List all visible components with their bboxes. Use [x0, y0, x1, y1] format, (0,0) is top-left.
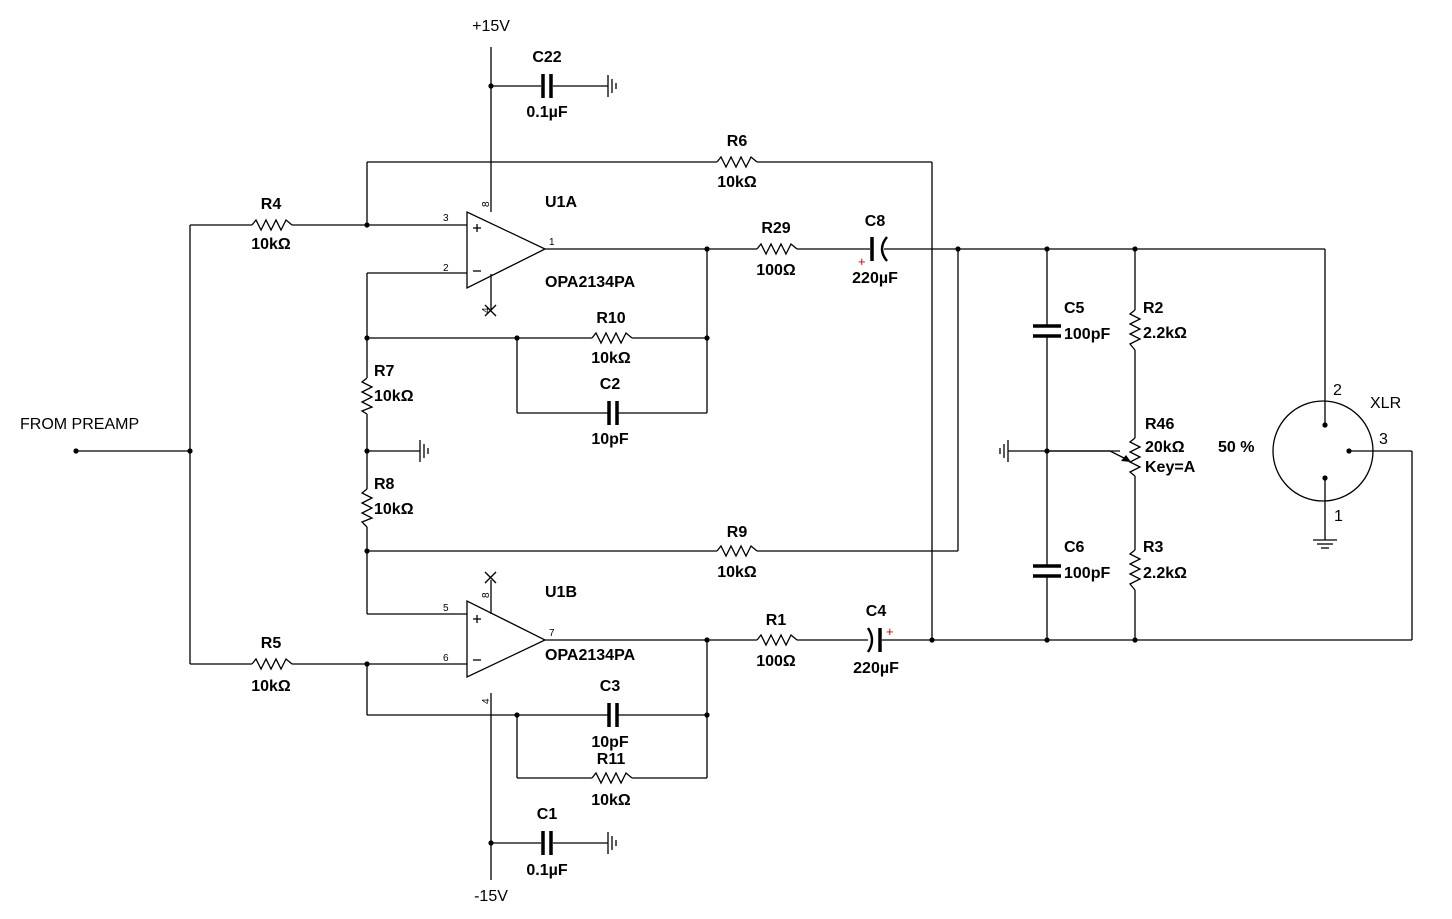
- r1-ref-label: R1: [766, 612, 787, 629]
- r9-ref-label: R9: [727, 524, 748, 541]
- r6-value-label: 10kΩ: [717, 174, 757, 191]
- u1b-pin-vpos: 8: [481, 592, 492, 598]
- capacitor-c2: C2 10pF: [591, 376, 629, 448]
- u1a-pin-vpos: 8: [481, 201, 492, 207]
- xlr-pin-3: 3: [1379, 431, 1388, 448]
- c4-ref-label: C4: [866, 603, 887, 620]
- u1b-pin-noninv: 5: [443, 603, 449, 614]
- r6-ref-label: R6: [727, 133, 748, 150]
- c8-ref-label: C8: [865, 213, 886, 230]
- resistor-r10: R10 10kΩ: [591, 310, 633, 367]
- r1-value-label: 100Ω: [756, 653, 796, 670]
- u1b-pin-out: 7: [549, 628, 555, 639]
- c3-ref-label: C3: [600, 678, 621, 695]
- resistor-r4: R4 10kΩ: [251, 196, 293, 253]
- r10-value-label: 10kΩ: [591, 350, 631, 367]
- r5-ref-label: R5: [261, 635, 282, 652]
- xlr-label: XLR: [1370, 395, 1401, 412]
- r29-ref-label: R29: [761, 220, 790, 237]
- c6-value-label: 100pF: [1064, 565, 1110, 582]
- positive-rail-label: +15V: [472, 18, 510, 35]
- c4-polarity-mark: +: [886, 624, 894, 639]
- resistor-r8: R8 10kΩ: [360, 476, 414, 528]
- c5-value-label: 100pF: [1064, 326, 1110, 343]
- r8-ref-label: R8: [374, 476, 395, 493]
- capacitor-c8: + C8 220µF: [852, 213, 898, 287]
- u1a-ref: U1A: [545, 194, 577, 211]
- key-label: Key=A: [1145, 459, 1196, 476]
- c4-value-label: 220µF: [853, 660, 899, 677]
- wires: [76, 47, 1413, 880]
- r7-value-label: 10kΩ: [374, 388, 414, 405]
- c5-ref-label: C5: [1064, 300, 1085, 317]
- ground-icon: [607, 75, 617, 97]
- u1b-ref: U1B: [545, 584, 577, 601]
- c22-value-label: 0.1µF: [526, 104, 567, 121]
- potentiometer-setting: 50 %: [1218, 439, 1254, 456]
- ref-label: R46: [1145, 416, 1174, 433]
- c1-ref-label: C1: [537, 806, 558, 823]
- resistor-r6: R6 10kΩ: [716, 133, 758, 191]
- r7-ref-label: R7: [374, 363, 395, 380]
- r3-ref-label: R3: [1143, 539, 1164, 556]
- u1a-pin-inv: 2: [443, 263, 449, 274]
- resistor-r9: R9 10kΩ: [716, 524, 758, 581]
- c2-value-label: 10pF: [591, 431, 629, 448]
- r4-ref-label: R4: [261, 196, 282, 213]
- resistor-r3: R3 2.2kΩ: [1128, 539, 1187, 591]
- u1b-part: OPA2134PA: [545, 647, 636, 664]
- opamp-u1b: 5 6 7 8 4 U1B OPA2134PA: [443, 571, 636, 704]
- c8-value-label: 220µF: [852, 270, 898, 287]
- r11-value-label: 10kΩ: [591, 792, 631, 809]
- negative-rail-label: -15V: [474, 888, 508, 905]
- xlr-pin-2: 2: [1333, 382, 1342, 399]
- c8-polarity-mark: +: [858, 254, 866, 269]
- ground-icon: [607, 832, 617, 854]
- c2-ref-label: C2: [600, 376, 621, 393]
- resistor-r5: R5 10kΩ: [251, 635, 293, 695]
- c22-ref-label: C22: [532, 49, 561, 66]
- u1a-pin-out: 1: [549, 237, 555, 248]
- opamp-u1a: 3 2 1 8 4 U1A OPA2134PA: [443, 194, 636, 317]
- resistor-r29: R29 100Ω: [756, 220, 798, 279]
- c1-value-label: 0.1µF: [526, 862, 567, 879]
- c6-ref-label: C6: [1064, 539, 1085, 556]
- r10-ref-label: R10: [596, 310, 625, 327]
- ground-icon: [999, 440, 1009, 462]
- resistor-r2: R2 2.2kΩ: [1128, 300, 1187, 351]
- ground-icon: [419, 440, 429, 462]
- u1b-pin-vneg: 4: [481, 698, 492, 704]
- input-label: FROM PREAMP: [20, 416, 139, 433]
- r2-value-label: 2.2kΩ: [1143, 325, 1187, 342]
- c3-value-label: 10pF: [591, 734, 629, 751]
- r29-value-label: 100Ω: [756, 262, 796, 279]
- r9-value-label: 10kΩ: [717, 564, 757, 581]
- r8-value-label: 10kΩ: [374, 501, 414, 518]
- xlr-pin-1: 1: [1334, 508, 1343, 525]
- capacitor-c4: + C4 220µF: [853, 603, 899, 677]
- resistor-r1: R1 100Ω: [756, 612, 798, 670]
- r2-ref-label: R2: [1143, 300, 1164, 317]
- r3-value-label: 2.2kΩ: [1143, 565, 1187, 582]
- junction-dots: [73, 83, 1138, 846]
- r5-value-label: 10kΩ: [251, 678, 291, 695]
- u1a-pin-vneg: 4: [481, 307, 492, 313]
- capacitor-c22: C22 0.1µF: [526, 49, 567, 121]
- u1a-pin-noninv: 3: [443, 213, 449, 224]
- r4-value-label: 10kΩ: [251, 236, 291, 253]
- capacitor-c5: C5 100pF: [1033, 300, 1110, 343]
- u1a-part: OPA2134PA: [545, 274, 636, 291]
- xlr-connector: XLR 2 3 1: [1272, 382, 1401, 525]
- value-label: 20kΩ: [1145, 439, 1185, 456]
- ground-icon: [1313, 539, 1337, 549]
- resistor-r11: R11 10kΩ: [591, 751, 633, 809]
- u1b-pin-inv: 6: [443, 653, 449, 664]
- potentiometer-r46: R46 20kΩ Key=A 50 %: [1047, 416, 1254, 477]
- capacitor-c6: C6 100pF: [1033, 539, 1110, 582]
- capacitor-c1: C1 0.1µF: [526, 806, 567, 879]
- resistor-r7: R7 10kΩ: [360, 363, 414, 415]
- capacitor-c3: C3 10pF: [591, 678, 629, 751]
- r11-ref-label: R11: [597, 751, 626, 768]
